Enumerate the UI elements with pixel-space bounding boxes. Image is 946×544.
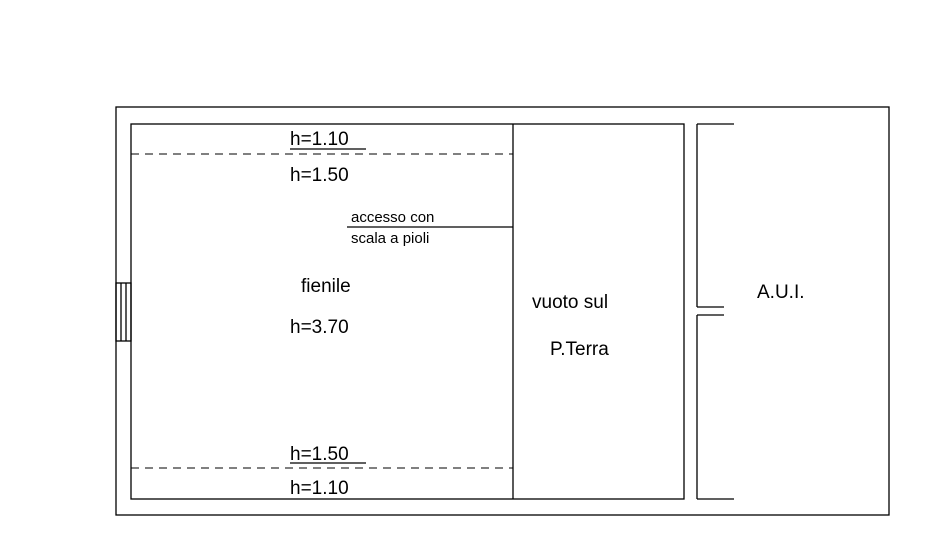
height-label-top-outer: h=1.10 <box>290 129 349 150</box>
access-note-line2: scala a pioli <box>351 230 429 247</box>
void-label-line1: vuoto sul <box>532 292 608 313</box>
void-label-line2: P.Terra <box>550 339 609 360</box>
room-name-fienile: fienile <box>301 276 351 297</box>
room-height-fienile: h=3.70 <box>290 317 349 338</box>
outer-boundary <box>115 106 890 516</box>
access-note-line1: accesso con <box>351 209 434 226</box>
height-label-top-inner: h=1.50 <box>290 165 349 186</box>
height-label-bottom-outer: h=1.10 <box>290 478 349 499</box>
room-name-aui: A.U.I. <box>757 282 805 303</box>
height-label-bottom-inner: h=1.50 <box>290 444 349 465</box>
window <box>115 282 132 342</box>
